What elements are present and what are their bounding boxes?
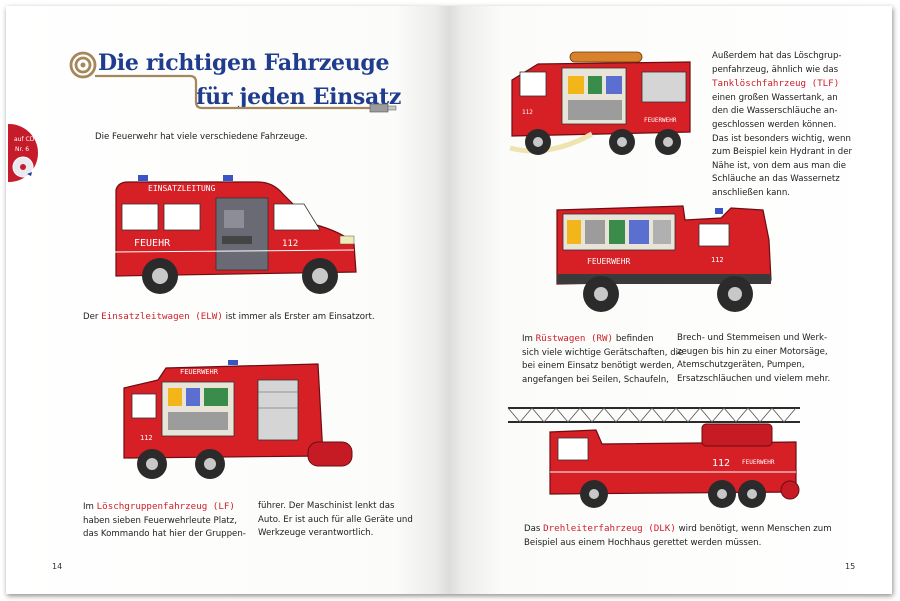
tlf-line1: Außerdem hat das Löschgrup- <box>712 51 842 61</box>
dlk-number-label: 112 <box>712 458 730 469</box>
lf-caption-col1: Im Löschgruppenfahrzeug (LF) haben siebe… <box>83 500 246 542</box>
tlf-truck-illustration: 112 FEUERWEHR <box>509 51 691 155</box>
rw-line4: angefangen bei Seilen, Schaufeln, <box>522 374 669 385</box>
rw-caption-col2: Brech- und Stemmeisen und Werk- zeugen b… <box>677 332 830 386</box>
cd-disc-icon <box>12 156 34 178</box>
elw-side-label: FEUEHR <box>134 238 171 249</box>
page-title-line1: Die richtigen Fahrzeuge <box>98 50 390 76</box>
page-number-left: 14 <box>52 562 63 571</box>
rw-term: Rüstwagen (RW) <box>535 333 614 344</box>
tlf-side-label: FEUERWEHR <box>644 117 677 124</box>
dlk-line2: Beispiel aus einem Hochhaus gerettet wer… <box>524 537 762 548</box>
dlk-truck-illustration: 112 FEUERWEHR <box>507 407 800 508</box>
dlk-side-label: FEUERWEHR <box>742 459 775 466</box>
tlf-line8: zum Beispiel kein Hydrant in der <box>712 147 853 158</box>
elw-term: Einsatzleitwagen (ELW) <box>101 311 223 322</box>
rw-line3: bei einem Einsatz benötigt werden, <box>522 361 675 372</box>
rw-caption-col1: Im Rüstwagen (RW) befinden sich viele wi… <box>522 332 683 387</box>
lf-col2-line3: Werkzeuge verantwortlich. <box>258 528 374 539</box>
dlk-prefix: Das <box>524 524 544 534</box>
hose-coil-icon <box>69 51 97 79</box>
elw-van-illustration: EINSATZLEITUNG FEUEHR 112 <box>113 175 357 294</box>
lf-top-label: FEUERWEHR <box>180 368 219 376</box>
page-title-line2: für jeden Einsatz <box>196 84 402 110</box>
tlf-line9: Nähe ist, von dem aus man die <box>712 160 847 171</box>
rw-prefix: Im <box>522 334 536 344</box>
lf-term: Löschgruppenfahrzeug (LF) <box>96 501 235 512</box>
elw-roof-label: EINSATZLEITUNG <box>148 184 216 193</box>
dlk-term: Drehleiterfahrzeug (DLK) <box>543 523 676 534</box>
rw-number-label: 112 <box>711 256 724 264</box>
rw-line2: sich viele wichtige Gerätschaften, die <box>522 347 684 358</box>
lf-col2-line2: Auto. Er ist auch für alle Geräte und <box>258 514 413 525</box>
hose-line-decoration <box>95 74 397 113</box>
cd-badge-line1: auf CD <box>14 136 35 143</box>
tlf-line7: Das ist besonders wichtig, wenn <box>712 133 851 144</box>
lf-prefix: Im <box>83 502 97 512</box>
tlf-line10: Schläuche an das Wassernetz <box>712 174 840 185</box>
lf-caption-col2: führer. Der Maschinist lenkt das Auto. E… <box>258 500 413 541</box>
rw-col2-line4: Ersatzschläuchen und vielem mehr. <box>677 373 831 384</box>
lf-col1-line2: haben sieben Feuerwehrleute Platz, <box>83 515 237 526</box>
tlf-number-label: 112 <box>522 109 533 116</box>
dlk-line1-suffix: wird benötigt, wenn Menschen zum <box>675 524 832 534</box>
tlf-caption: Außerdem hat das Löschgrup- penfahrzeug,… <box>712 50 852 201</box>
tlf-term: Tanklöschfahrzeug (TLF) <box>712 78 840 90</box>
rw-truck-illustration: FEUERWEHR 112 <box>556 205 772 312</box>
tlf-line2: penfahrzeug, ähnlich wie das <box>712 64 839 75</box>
tlf-line11: anschließen kann. <box>712 187 791 198</box>
page-number-right: 15 <box>845 562 856 571</box>
elw-suffix: ist immer als Erster am Einsatzort. <box>222 312 375 322</box>
dlk-caption: Das Drehleiterfahrzeug (DLK) wird benöti… <box>524 522 832 550</box>
lf-truck-illustration: FEUERWEHR 112 <box>123 360 353 479</box>
lf-number-label: 112 <box>140 434 153 442</box>
rw-col2-line3: Atemschutzgeräten, Pumpen, <box>677 360 805 371</box>
lf-col2-line1: führer. Der Maschinist lenkt das <box>258 501 395 511</box>
rw-side-label: FEUERWEHR <box>587 257 631 266</box>
elw-number-label: 112 <box>282 239 298 249</box>
elw-prefix: Der <box>83 312 102 322</box>
rw-line1-suffix: befinden <box>613 334 654 344</box>
cd-badge-line2: Nr. 6 <box>15 146 30 153</box>
rw-col2-line2: zeugen bis hin zu einer Motorsäge, <box>677 346 828 357</box>
lf-col1-line3: das Kommando hat hier der Gruppen- <box>83 529 246 540</box>
elw-caption: Der Einsatzleitwagen (ELW) ist immer als… <box>83 310 375 325</box>
tlf-line4: einen großen Wassertank, an <box>712 92 838 103</box>
intro-text: Die Feuerwehr hat viele verschiedene Fah… <box>95 132 308 142</box>
rw-col2-line1: Brech- und Stemmeisen und Werk- <box>677 333 828 343</box>
ladder <box>507 407 800 423</box>
tlf-line5: den die Wasserschläuche an- <box>712 106 838 117</box>
tlf-line6: geschlossen werden können. <box>712 119 837 130</box>
